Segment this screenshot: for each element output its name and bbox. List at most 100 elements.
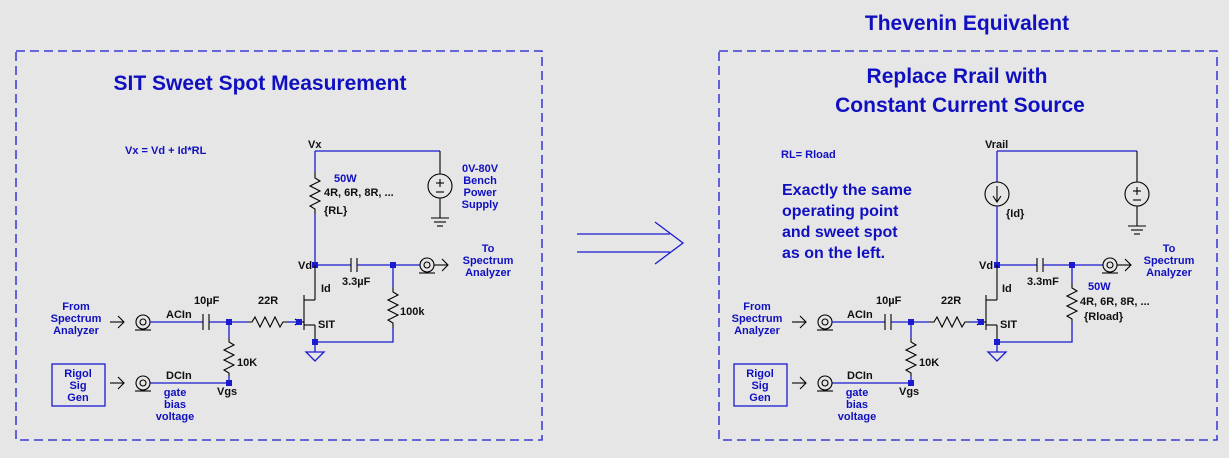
left-sit-transistor (294, 265, 316, 342)
right-ground-return-wire (997, 322, 1073, 343)
right-bias-resistor (904, 338, 918, 376)
right-source-ground-symbol (986, 342, 1008, 362)
right-gen-line2: Sig (751, 380, 768, 392)
header-title: Thevenin Equivalent (865, 12, 1069, 35)
right-load-values: 4R, 6R, 8R, ... (1080, 296, 1150, 308)
left-output-connector (419, 257, 449, 274)
right-note-4: as on the left. (782, 245, 885, 262)
right-from-line3: Analyzer (734, 325, 781, 337)
left-supply-line3: Power (463, 187, 497, 199)
right-net-vgs: Vgs (899, 386, 919, 398)
right-rl-eq: RL= Rload (781, 149, 836, 161)
left-load-power: 50W (334, 173, 357, 185)
right-from-line1: From (743, 301, 771, 313)
transform-arrow (577, 221, 685, 265)
left-generator-box (51, 363, 106, 407)
left-gen-line2: Sig (69, 380, 86, 392)
right-to-line2: Spectrum (1144, 255, 1195, 267)
left-gen-line1: Rigol (64, 368, 92, 380)
left-load-values: 4R, 6R, 8R, ... (324, 187, 394, 199)
right-output-connector (1102, 257, 1132, 274)
right-out-cap-label: 3.3mF (1027, 276, 1059, 288)
left-from-line3: Analyzer (53, 325, 100, 337)
left-from-line1: From (62, 301, 90, 313)
right-input-capacitor (884, 314, 892, 330)
left-to-line1: To (482, 243, 495, 255)
left-net-vd: Vd (298, 260, 312, 272)
right-gate-resistor (930, 315, 969, 329)
right-net-dcin: DCIn (847, 370, 873, 382)
right-cap-in-label: 10µF (876, 295, 902, 307)
left-bias-resistor (222, 338, 236, 376)
left-gate-note-3: voltage (156, 411, 195, 423)
left-cap-in-label: 10µF (194, 295, 220, 307)
left-out-cap-label: 3.3µF (342, 276, 371, 288)
right-gate-note-1: gate (846, 387, 869, 399)
right-load-ref: {Rload} (1084, 311, 1124, 323)
left-bias-res-label: 10K (237, 357, 257, 369)
left-supply-line2: Bench (463, 175, 497, 187)
left-source-ground-symbol (304, 342, 326, 362)
left-gate-note-1: gate (164, 387, 187, 399)
right-current-label: Id (1002, 283, 1012, 295)
right-gen-line1: Rigol (746, 368, 774, 380)
left-100k-label: 100k (400, 306, 425, 318)
left-frame (15, 50, 543, 441)
left-gate-note-2: bias (164, 399, 186, 411)
left-supply-line1: 0V-80V (462, 163, 499, 175)
left-load-ref: {RL} (324, 205, 348, 217)
left-ground-return-wire (315, 328, 394, 343)
right-title-line1: Replace Rrail with (867, 65, 1048, 88)
left-net-vx: Vx (308, 139, 322, 151)
left-input-capacitor (202, 314, 210, 330)
right-gen-line3: Gen (749, 392, 771, 404)
left-gate-res-label: 22R (258, 295, 278, 307)
left-gen-line3: Gen (67, 392, 89, 404)
right-title-line2: Constant Current Source (835, 94, 1085, 117)
left-device-label: SIT (318, 319, 335, 331)
left-to-line2: Spectrum (463, 255, 514, 267)
right-frame (718, 50, 1218, 441)
left-current-label: Id (321, 283, 331, 295)
right-output-capacitor (1036, 258, 1044, 272)
right-load-resistor (1065, 283, 1079, 322)
right-source-ref: {Id} (1006, 208, 1025, 220)
right-note-3: and sweet spot (782, 224, 898, 241)
right-gate-pin-node (978, 319, 984, 325)
left-net-acin: ACIn (166, 309, 192, 321)
left-supply-line4: Supply (462, 199, 500, 211)
right-gate-note-2: bias (846, 399, 868, 411)
right-bias-res-label: 10K (919, 357, 939, 369)
right-net-vrail: Vrail (985, 139, 1008, 151)
left-net-vgs: Vgs (217, 386, 237, 398)
right-input-connector (792, 314, 833, 331)
right-generator-box (733, 363, 788, 407)
left-from-line2: Spectrum (51, 313, 102, 325)
right-from-line2: Spectrum (732, 313, 783, 325)
left-dc-connector (110, 375, 151, 392)
left-gate-resistor (248, 315, 287, 329)
right-net-vd: Vd (979, 260, 993, 272)
right-to-line1: To (1163, 243, 1176, 255)
left-title: SIT Sweet Spot Measurement (114, 72, 407, 95)
right-gate-note-3: voltage (838, 411, 877, 423)
right-gate-res-label: 22R (941, 295, 961, 307)
left-100k-resistor (386, 287, 400, 328)
left-output-capacitor (350, 258, 358, 272)
left-load-resistor (308, 172, 322, 214)
right-current-source (984, 181, 1010, 207)
left-to-line3: Analyzer (465, 267, 512, 279)
right-rail-supply (1124, 151, 1150, 235)
left-equation: Vx = Vd + Id*RL (125, 145, 207, 157)
right-dc-connector (792, 375, 833, 392)
right-note-2: operating point (782, 203, 899, 220)
right-note-1: Exactly the same (782, 182, 912, 199)
right-to-line3: Analyzer (1146, 267, 1193, 279)
left-bench-supply (427, 151, 453, 227)
left-input-connector (110, 314, 151, 331)
right-load-power: 50W (1088, 281, 1111, 293)
right-sit-transistor (976, 265, 998, 342)
left-net-dcin: DCIn (166, 370, 192, 382)
right-net-acin: ACIn (847, 309, 873, 321)
